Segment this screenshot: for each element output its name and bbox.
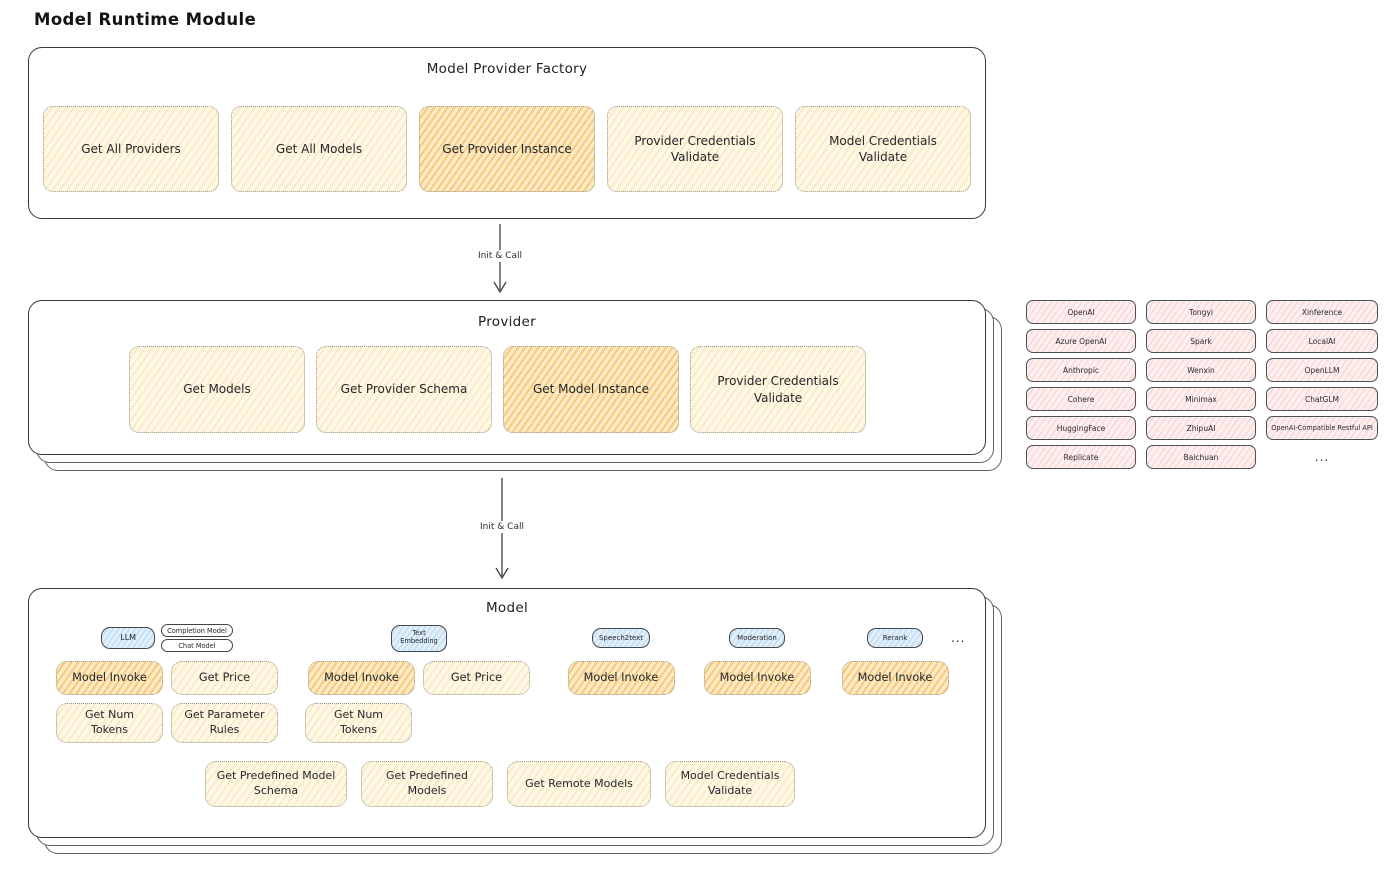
get-models-button: Get Models [129,346,305,433]
completion-model-tag: Completion Model [161,624,233,637]
speech2text-model-invoke-button: Model Invoke [567,661,675,695]
llm-button-row-2: Get Num Tokens Get Parameter Rules [56,703,278,743]
get-remote-models-button: Get Remote Models [507,761,651,807]
get-predefined-models-button: Get Predefined Models [361,761,493,807]
provider-credentials-validate-button: Provider Credentials Validate [607,106,783,192]
provider-chip-azure-openai: Azure OpenAI [1026,329,1136,353]
provider-chip-baichuan: Baichuan [1146,445,1256,469]
moderation-model-invoke-button: Model Invoke [703,661,811,695]
get-all-providers-button: Get All Providers [43,106,219,192]
get-all-models-button: Get All Models [231,106,407,192]
factory-box: Model Provider Factory Get All Providers… [28,47,986,219]
model-group-speech2text: Speech2text Model Invoke [565,621,677,695]
provider-chip-huggingface: HuggingFace [1026,416,1136,440]
llm-tag: LLM [101,627,156,649]
model-group-rerank: Rerank Model Invoke [839,621,951,695]
model-title: Model [485,600,529,616]
model-credentials-validate-button-2: Model Credentials Validate [665,761,795,807]
model-group-moderation: Moderation Model Invoke [701,621,813,695]
model-bottom-button-row: Get Predefined Model Schema Get Predefin… [205,761,795,807]
text-embedding-model-invoke-button: Model Invoke [308,661,415,695]
provider-chip-cohere: Cohere [1026,387,1136,411]
moderation-tag-row: Moderation [729,621,785,655]
provider-button-row: Get Models Get Provider Schema Get Model… [129,346,866,433]
moderation-tag: Moderation [729,628,785,648]
provider-list: OpenAI Tongyi Xinference Azure OpenAI Sp… [1026,300,1378,469]
text-embedding-button-row-1: Model Invoke Get Price [308,661,530,695]
text-embedding-button-row-2: Get Num Tokens [305,703,412,743]
init-call-label-1: Init & Call [462,250,538,262]
model-group-text-embedding: Text Embedding Model Invoke Get Price Ge… [305,621,533,743]
provider-chip-chatglm: ChatGLM [1266,387,1378,411]
provider-chip-spark: Spark [1146,329,1256,353]
provider-list-more: ... [1314,450,1330,464]
llm-tag-row: LLM Completion Model Chat Model [101,621,233,655]
provider-chip-anthropic: Anthropic [1026,358,1136,382]
text-embedding-tag-row: Text Embedding [391,621,447,655]
model-credentials-validate-button: Model Credentials Validate [795,106,971,192]
speech2text-button-row: Model Invoke [567,661,675,695]
text-embedding-tag: Text Embedding [391,624,447,652]
get-model-instance-button: Get Model Instance [503,346,679,433]
provider-title: Provider [478,314,536,330]
model-group-llm: LLM Completion Model Chat Model Model In… [53,621,281,743]
get-provider-schema-button: Get Provider Schema [316,346,492,433]
chat-model-tag: Chat Model [161,639,233,652]
provider-credentials-validate-button-2: Provider Credentials Validate [690,346,866,433]
llm-get-price-button: Get Price [171,661,278,695]
provider-box: Provider Get Models Get Provider Schema … [28,300,986,455]
provider-chip-tongyi: Tongyi [1146,300,1256,324]
rerank-tag: Rerank [867,628,923,648]
llm-subtags: Completion Model Chat Model [161,624,233,652]
provider-chip-openai-compatible: OpenAI-Compatible Restful API [1266,416,1378,440]
text-embedding-get-num-tokens-button: Get Num Tokens [305,703,412,743]
get-provider-instance-button: Get Provider Instance [419,106,595,192]
rerank-tag-row: Rerank [867,621,923,655]
llm-button-row-1: Model Invoke Get Price [56,661,278,695]
llm-get-num-tokens-button: Get Num Tokens [56,703,163,743]
provider-chip-minimax: Minimax [1146,387,1256,411]
llm-get-parameter-rules-button: Get Parameter Rules [171,703,278,743]
provider-chip-zhipuai: ZhipuAI [1146,416,1256,440]
provider-chip-replicate: Replicate [1026,445,1136,469]
model-types-more: ... [951,631,966,645]
moderation-button-row: Model Invoke [703,661,811,695]
llm-model-invoke-button: Model Invoke [56,661,163,695]
factory-title: Model Provider Factory [426,61,588,77]
provider-chip-wenxin: Wenxin [1146,358,1256,382]
factory-button-row: Get All Providers Get All Models Get Pro… [43,106,971,192]
provider-chip-openai: OpenAI [1026,300,1136,324]
provider-chip-openllm: OpenLLM [1266,358,1378,382]
text-embedding-get-price-button: Get Price [423,661,530,695]
provider-chip-xinference: Xinference [1266,300,1378,324]
page-title: Model Runtime Module [34,10,257,29]
speech2text-tag-row: Speech2text [591,621,651,655]
get-predefined-model-schema-button: Get Predefined Model Schema [205,761,347,807]
speech2text-tag: Speech2text [591,628,651,648]
provider-chip-localai: LocalAI [1266,329,1378,353]
model-box: Model LLM Completion Model Chat Model Mo… [28,588,986,838]
rerank-model-invoke-button: Model Invoke [841,661,949,695]
init-call-label-2: Init & Call [464,521,540,533]
rerank-button-row: Model Invoke [841,661,949,695]
